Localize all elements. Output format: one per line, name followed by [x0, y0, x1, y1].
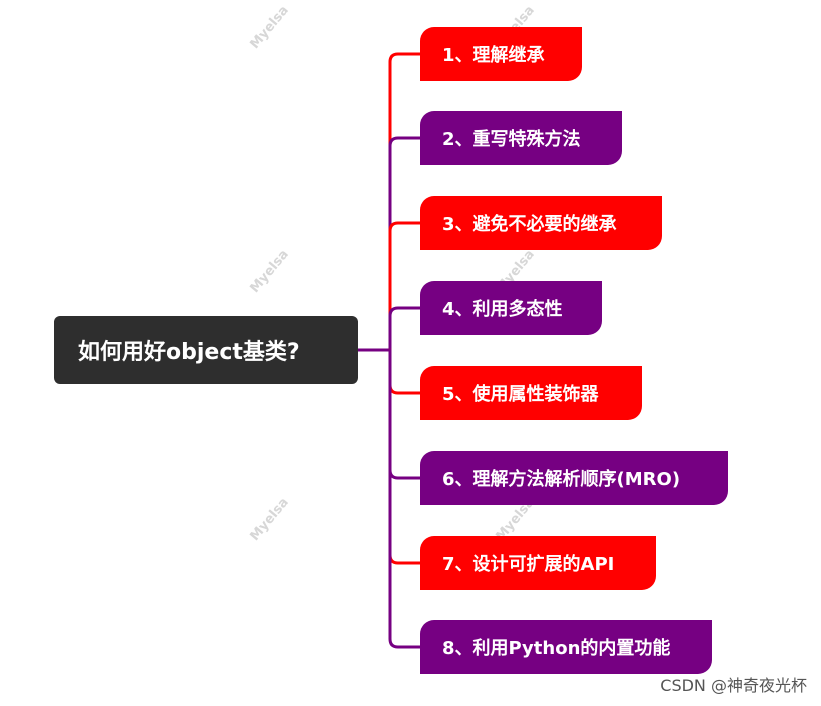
- branch-connector-1: [388, 52, 422, 352]
- root-topic-node[interactable]: 如何用好object基类?: [54, 316, 358, 384]
- branch-node-2[interactable]: 2、重写特殊方法: [420, 111, 622, 165]
- branch-node-7[interactable]: 7、设计可扩展的API: [420, 536, 656, 590]
- branch-label: 6、理解方法解析顺序(MRO): [442, 469, 681, 490]
- branch-node-5[interactable]: 5、使用属性装饰器: [420, 366, 642, 420]
- branch-node-4[interactable]: 4、利用多态性: [420, 281, 602, 335]
- root-topic-label: 如何用好object基类?: [78, 340, 300, 365]
- branch-label: 2、重写特殊方法: [442, 129, 581, 150]
- branch-node-8[interactable]: 8、利用Python的内置功能: [420, 620, 712, 674]
- branch-label: 8、利用Python的内置功能: [442, 638, 671, 659]
- branch-label: 5、使用属性装饰器: [442, 384, 599, 405]
- branch-node-1[interactable]: 1、理解继承: [420, 27, 582, 81]
- branch-connector-7: [388, 348, 422, 565]
- branch-label: 7、设计可扩展的API: [442, 554, 615, 575]
- branch-label: 1、理解继承: [442, 45, 545, 66]
- branch-connector-5: [388, 348, 422, 395]
- branch-connector-6: [388, 348, 422, 480]
- branch-node-6[interactable]: 6、理解方法解析顺序(MRO): [420, 451, 728, 505]
- branch-label: 4、利用多态性: [442, 299, 563, 320]
- footer-credit: CSDN @神奇夜光杯: [660, 676, 807, 695]
- branch-connector-2: [388, 136, 422, 352]
- branch-label: 3、避免不必要的继承: [442, 214, 617, 235]
- branch-connector-3: [388, 221, 422, 352]
- branch-connector-8: [388, 348, 422, 649]
- branch-node-3[interactable]: 3、避免不必要的继承: [420, 196, 662, 250]
- branch-connector-4: [388, 306, 422, 352]
